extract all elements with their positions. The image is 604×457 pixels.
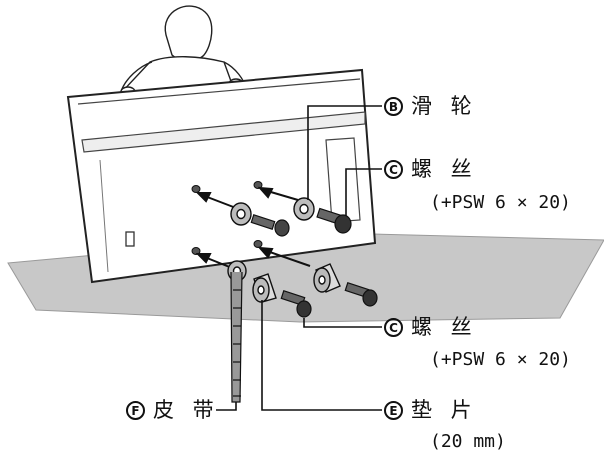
callout-screw-c-lower: C 螺 丝 xyxy=(384,317,478,338)
spacer-lower-right xyxy=(313,263,341,293)
spec-screw-upper: (+PSW 6 × 20) xyxy=(430,192,571,213)
callout-screw-c-upper: C 螺 丝 xyxy=(384,159,478,180)
label-spacer: 垫 片 xyxy=(411,398,478,422)
label-screw-upper: 螺 丝 xyxy=(411,157,478,181)
tv-back-panel xyxy=(66,68,377,284)
belt-f xyxy=(230,271,243,403)
pulley-upper-left xyxy=(230,202,252,226)
label-pulley: 滑 轮 xyxy=(411,94,478,118)
screw-upper-left xyxy=(250,214,290,237)
spec-screw-lower: (+PSW 6 × 20) xyxy=(430,349,571,370)
assembly-arrows xyxy=(195,186,311,269)
spacer-e xyxy=(252,273,277,303)
label-screw-lower: 螺 丝 xyxy=(411,315,478,339)
screw-c-lower xyxy=(280,290,312,318)
badge-c-lower: C xyxy=(384,318,403,337)
spec-spacer: (20 mm) xyxy=(430,431,506,452)
callout-belt-f: F 皮 带 xyxy=(126,400,220,421)
leader-lines xyxy=(216,105,382,411)
callout-pulley-b: B 滑 轮 xyxy=(384,96,478,117)
screw-c-upper xyxy=(316,207,352,234)
pulley-b xyxy=(293,197,315,221)
badge-c-upper: C xyxy=(384,160,403,179)
badge-e: E xyxy=(384,401,403,420)
callout-spacer-e: E 垫 片 xyxy=(384,400,478,421)
badge-f: F xyxy=(126,401,145,420)
mounting-holes xyxy=(191,181,263,255)
label-belt: 皮 带 xyxy=(153,398,220,422)
screw-lower-right xyxy=(344,282,378,307)
badge-b: B xyxy=(384,97,403,116)
